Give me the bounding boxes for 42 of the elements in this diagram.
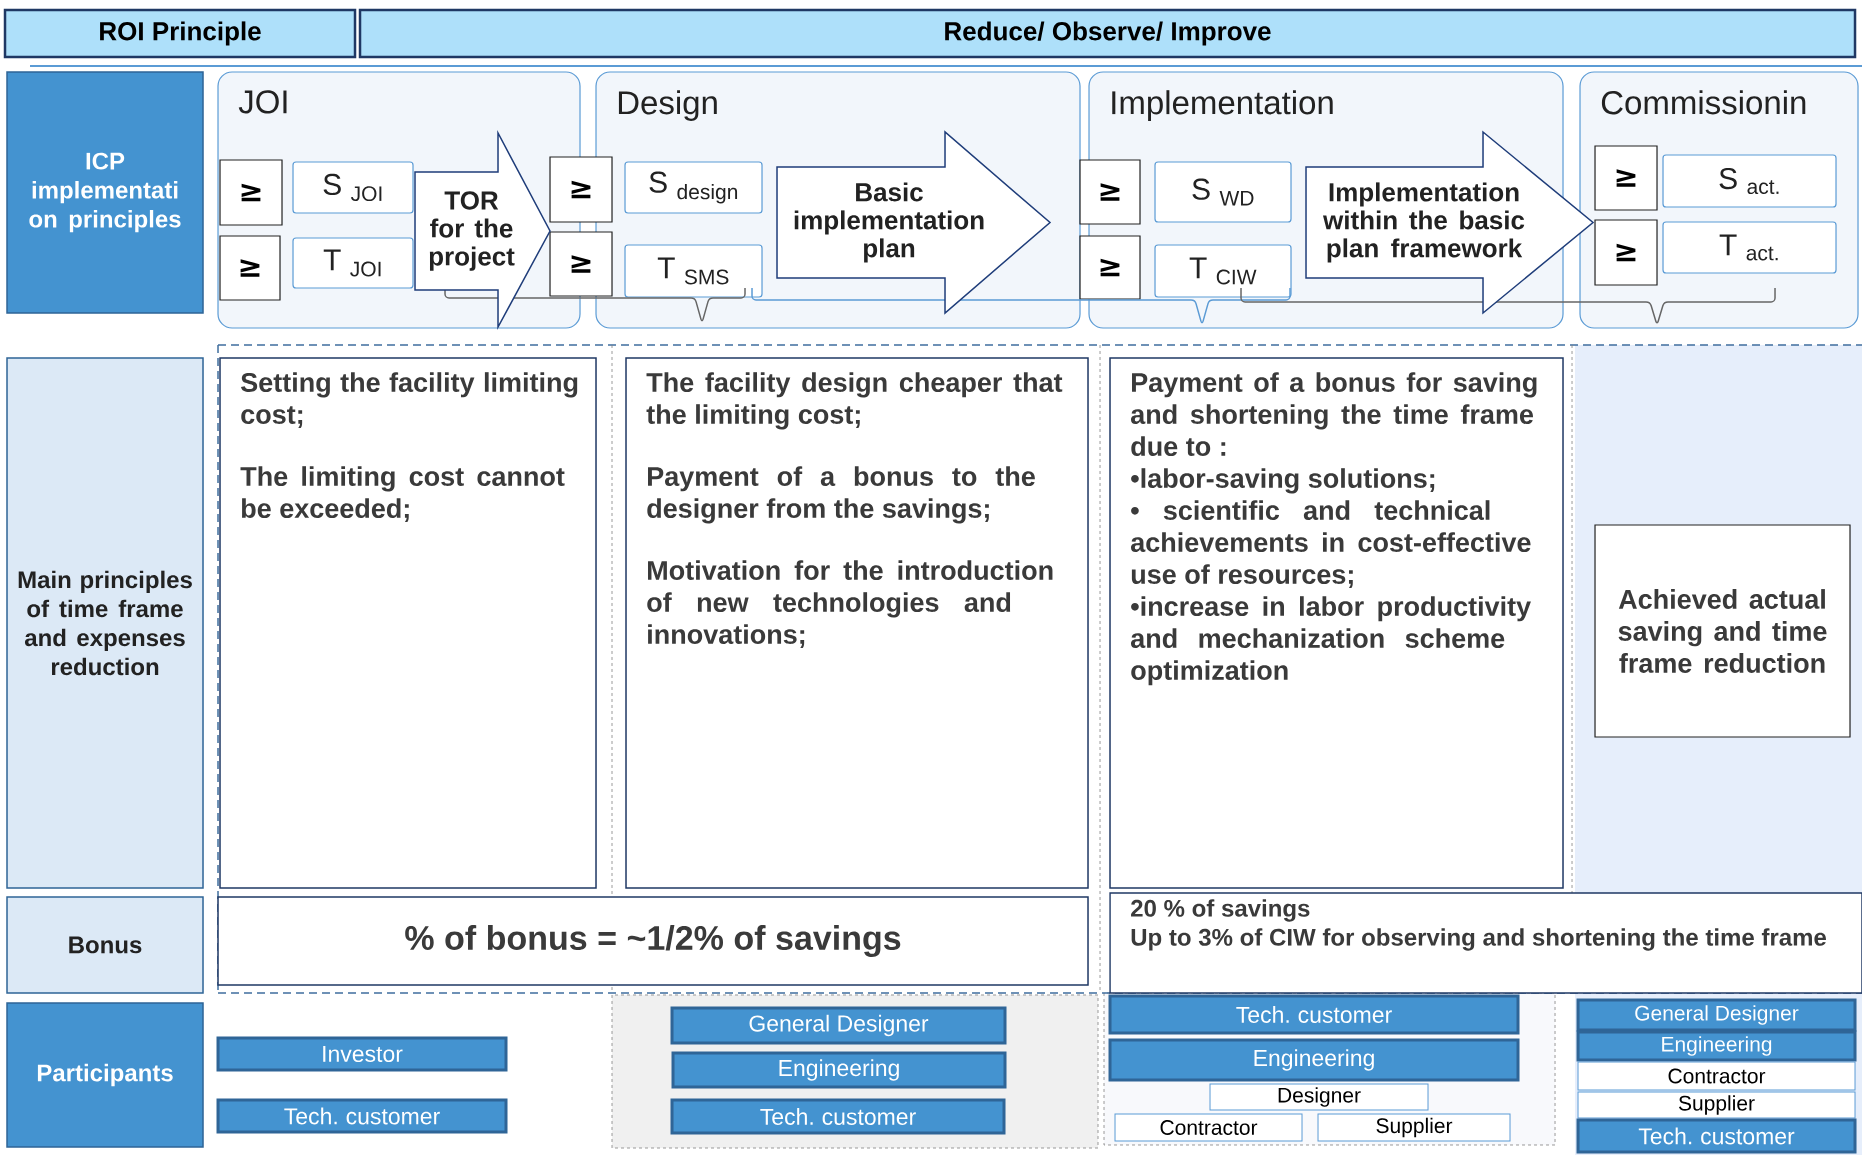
participant-box: Contractor bbox=[1114, 1113, 1303, 1142]
participant-box: Contractor bbox=[1577, 1061, 1856, 1091]
value-box: T $_{CIW}$ bbox=[1154, 244, 1292, 298]
text-box: Payment of a bonus for saving and shortening the time frame due to : •labor-saving solutions; • scientific and technical achievements in cost-effective use of resources; •increase in labor productivity and mechanization scheme optimization bbox=[1109, 357, 1564, 889]
value-box: T $_{JOI}$ bbox=[292, 237, 414, 289]
value-box: S $_{act.}$ bbox=[1662, 154, 1837, 208]
inequality-box: ≥ bbox=[1079, 235, 1141, 300]
participant-box: Engineering bbox=[671, 1051, 1007, 1089]
value-box: T $_{act.}$ bbox=[1662, 221, 1837, 274]
participant-box: Engineering bbox=[1576, 1030, 1857, 1062]
inequality-box: ≥ bbox=[1594, 219, 1658, 286]
row-label: Main principles of time frame and expenses reduction bbox=[6, 357, 204, 889]
inequality-box: ≥ bbox=[219, 159, 283, 226]
header-box: ROI Principle bbox=[3, 8, 357, 59]
inequality-box: ≥ bbox=[549, 231, 613, 297]
row-label: Participants bbox=[6, 1002, 204, 1148]
text-box: % of bonus = ~1/2% of savings bbox=[217, 896, 1089, 986]
text-box: 20 % of savings Up to 3% of CIW for observing and shortening the time frame bbox=[1109, 892, 1862, 994]
value-box: S $_{design}$ bbox=[624, 161, 763, 214]
value-box: S $_{WD}$ bbox=[1154, 161, 1292, 223]
participant-box: Tech. customer bbox=[670, 1098, 1006, 1135]
inequality-box: ≥ bbox=[1079, 159, 1141, 225]
participant-box: Investor bbox=[216, 1036, 508, 1072]
inequality-box: ≥ bbox=[549, 156, 613, 223]
row-label: ICP implementati on principles bbox=[6, 71, 204, 314]
text-box: The facility design cheaper that the limiting cost; Payment of a bonus to the designer from the savings; Motivation for the introduction of new technologies and innovations; bbox=[625, 357, 1089, 889]
participant-box: Tech. customer bbox=[1576, 1118, 1857, 1154]
participant-box: Tech. customer bbox=[216, 1098, 508, 1134]
participant-box: Supplier bbox=[1317, 1113, 1511, 1142]
inequality-box: ≥ bbox=[219, 235, 281, 301]
inequality-box: ≥ bbox=[1594, 145, 1658, 211]
participant-box: Engineering bbox=[1108, 1038, 1520, 1082]
value-box: S $_{JOI}$ bbox=[292, 161, 414, 214]
participant-box: Tech. customer bbox=[1108, 994, 1520, 1035]
text-box: Achieved actual saving and time frame reduction bbox=[1594, 524, 1851, 738]
participant-box: General Designer bbox=[1576, 998, 1857, 1032]
value-box: T $_{SMS}$ bbox=[624, 244, 763, 298]
text-box: Setting the facility limiting cost; The limiting cost cannot be exceeded; bbox=[219, 357, 597, 889]
row-label: Bonus bbox=[6, 896, 204, 994]
participant-box: Supplier bbox=[1577, 1091, 1856, 1119]
participant-box: Designer bbox=[1209, 1083, 1429, 1111]
participant-box: General Designer bbox=[670, 1006, 1007, 1045]
